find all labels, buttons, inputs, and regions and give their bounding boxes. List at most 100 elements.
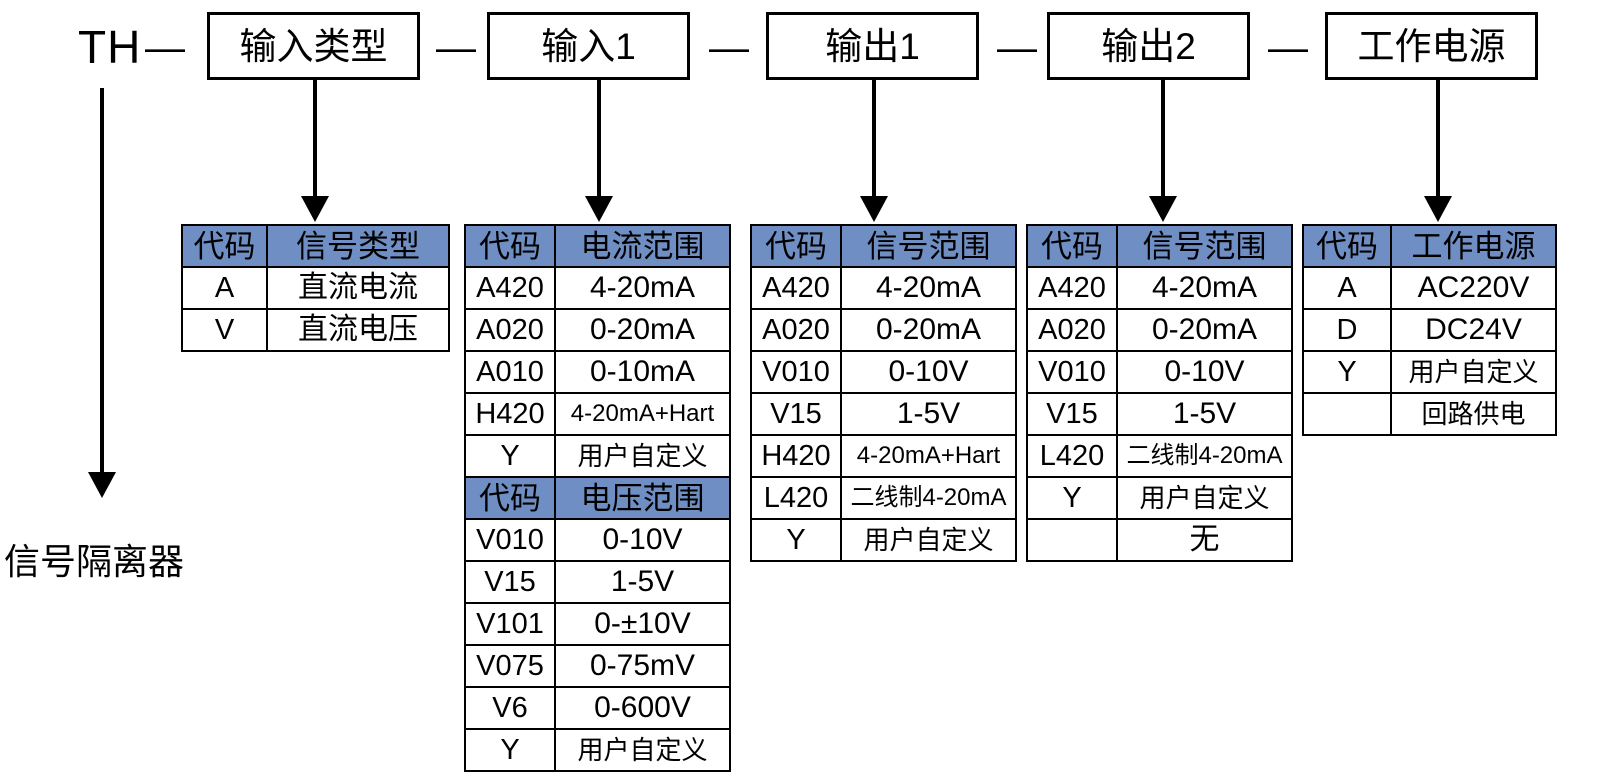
connector-line-power-supply (1436, 80, 1440, 208)
table-row[interactable]: V 直流电压 (181, 308, 450, 352)
table-row[interactable]: L420 二线制4-20mA (750, 476, 1017, 520)
connector-line-output-1 (872, 80, 876, 208)
cell-code: V6 (464, 686, 556, 730)
column-header-value: 电流范围 (554, 224, 731, 268)
column-header-value: 信号类型 (266, 224, 450, 268)
table-row[interactable]: H420 4-20mA+Hart (750, 434, 1017, 478)
cell-value: 用户自定义 (1116, 476, 1293, 520)
segment-box-input-1[interactable]: 输入1 (487, 12, 690, 80)
segment-box-output-2[interactable]: 输出2 (1047, 12, 1250, 80)
cell-value: DC24V (1390, 308, 1557, 352)
cell-code: Y (464, 728, 556, 772)
cell-code: V075 (464, 644, 556, 688)
cell-value: 1-5V (840, 392, 1017, 436)
table-row[interactable]: V101 0-±10V (464, 602, 731, 646)
cell-value: 4-20mA+Hart (840, 434, 1017, 478)
table-row[interactable]: A420 4-20mA (1026, 266, 1293, 310)
column-header-code: 代码 (750, 224, 842, 268)
table-row[interactable]: H420 4-20mA+Hart (464, 392, 731, 436)
table-row[interactable]: A 直流电流 (181, 266, 450, 310)
cell-code: A (181, 266, 268, 310)
cell-code: V101 (464, 602, 556, 646)
cell-value: 0-10mA (554, 350, 731, 394)
table-row[interactable]: 无 (1026, 518, 1293, 562)
table-row[interactable]: V010 0-10V (750, 350, 1017, 394)
cell-code (1302, 392, 1392, 436)
cell-value: 1-5V (1116, 392, 1293, 436)
column-header-code: 代码 (464, 224, 556, 268)
cell-code: A010 (464, 350, 556, 394)
column-header-value: 工作电源 (1390, 224, 1557, 268)
arrowhead-output-2 (1149, 196, 1177, 222)
column-header-code: 代码 (464, 476, 556, 520)
table-row[interactable]: Y 用户自定义 (1302, 350, 1557, 394)
table-row[interactable]: L420 二线制4-20mA (1026, 434, 1293, 478)
table-header-row: 代码 信号范围 (750, 224, 1017, 268)
segment-box-power-supply[interactable]: 工作电源 (1325, 12, 1538, 80)
table-row[interactable]: D DC24V (1302, 308, 1557, 352)
table-row[interactable]: 回路供电 (1302, 392, 1557, 436)
leaf-label-product-name: 信号隔离器 (4, 541, 185, 582)
segment-box-output-1[interactable]: 输出1 (766, 12, 979, 80)
cell-code: A420 (1026, 266, 1118, 310)
table-row[interactable]: V010 0-10V (1026, 350, 1293, 394)
cell-value: 4-20mA+Hart (554, 392, 731, 436)
table-row[interactable]: A020 0-20mA (464, 308, 731, 352)
cell-code: L420 (1026, 434, 1118, 478)
table-row[interactable]: A AC220V (1302, 266, 1557, 310)
table-row[interactable]: V15 1-5V (464, 560, 731, 604)
cell-value: AC220V (1390, 266, 1557, 310)
cell-code: V15 (750, 392, 842, 436)
cell-code: H420 (750, 434, 842, 478)
options-table-input-type: 代码 信号类型 A 直流电流 V 直流电压 (181, 224, 450, 352)
connector-line-input-1 (597, 80, 601, 208)
table-header-row: 代码 信号范围 (1026, 224, 1293, 268)
cell-value: 0-75mV (554, 644, 731, 688)
segment-box-input-type[interactable]: 输入类型 (207, 12, 420, 80)
table-row[interactable]: A420 4-20mA (464, 266, 731, 310)
cell-value: 二线制4-20mA (1116, 434, 1293, 478)
table-row[interactable]: Y 用户自定义 (464, 434, 731, 478)
cell-code: H420 (464, 392, 556, 436)
cell-code: Y (1026, 476, 1118, 520)
table-row[interactable]: A020 0-20mA (1026, 308, 1293, 352)
table-row[interactable]: V010 0-10V (464, 518, 731, 562)
cell-value: 直流电流 (266, 266, 450, 310)
cell-value: 直流电压 (266, 308, 450, 352)
table-row[interactable]: V075 0-75mV (464, 644, 731, 688)
cell-code: V (181, 308, 268, 352)
connector-line-leaf (100, 88, 104, 484)
table-row[interactable]: A420 4-20mA (750, 266, 1017, 310)
options-table-power-supply: 代码 工作电源 A AC220V D DC24V Y 用户自定义 回路供电 (1302, 224, 1557, 436)
cell-code: A420 (750, 266, 842, 310)
column-header-value: 信号范围 (1116, 224, 1293, 268)
table-row[interactable]: V15 1-5V (750, 392, 1017, 436)
separator-dash-5: — (1268, 26, 1308, 70)
arrowhead-input-type (301, 196, 329, 222)
table-row[interactable]: Y 用户自定义 (464, 728, 731, 772)
cell-value: 0-600V (554, 686, 731, 730)
table-header-row: 代码 工作电源 (1302, 224, 1557, 268)
cell-code: L420 (750, 476, 842, 520)
cell-code: A020 (750, 308, 842, 352)
cell-value: 无 (1116, 518, 1293, 562)
table-row[interactable]: A010 0-10mA (464, 350, 731, 394)
connector-line-output-2 (1161, 80, 1165, 208)
table-row[interactable]: Y 用户自定义 (1026, 476, 1293, 520)
table-row[interactable]: A020 0-20mA (750, 308, 1017, 352)
cell-code (1026, 518, 1118, 562)
cell-value: 4-20mA (840, 266, 1017, 310)
cell-code: V010 (750, 350, 842, 394)
cell-value: 0-20mA (840, 308, 1017, 352)
arrowhead-leaf (88, 472, 116, 498)
arrowhead-input-1 (585, 196, 613, 222)
cell-value: 4-20mA (554, 266, 731, 310)
cell-value: 1-5V (554, 560, 731, 604)
column-header-code: 代码 (181, 224, 268, 268)
table-row[interactable]: V15 1-5V (1026, 392, 1293, 436)
cell-code: A020 (1026, 308, 1118, 352)
table-row[interactable]: V6 0-600V (464, 686, 731, 730)
separator-dash-4: — (997, 26, 1037, 70)
table-row[interactable]: Y 用户自定义 (750, 518, 1017, 562)
